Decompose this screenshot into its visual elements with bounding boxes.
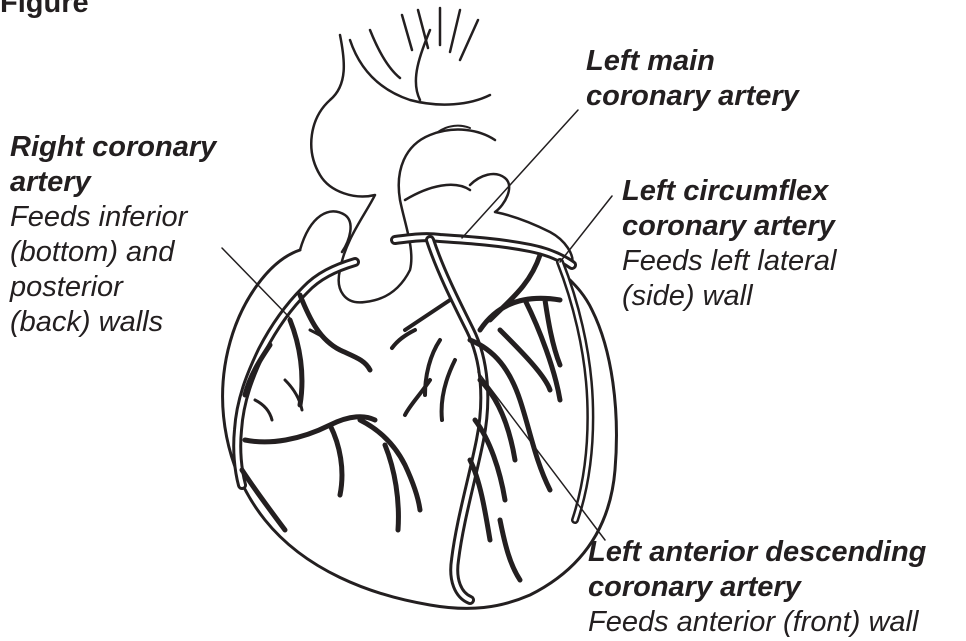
- label-lcx-name-1: Left circumflex: [622, 174, 836, 209]
- septal-branches: [392, 300, 455, 420]
- label-rca-desc-3: posterior: [10, 270, 216, 305]
- label-left-circumflex: Left circumflex coronary artery Feeds le…: [622, 174, 836, 314]
- label-left-main-name-1: Left main: [586, 44, 799, 79]
- aorta: [311, 30, 495, 302]
- label-rca-name-1: Right coronary: [10, 130, 216, 165]
- label-left-main: Left main coronary artery: [586, 44, 799, 114]
- leader-right-coronary: [222, 248, 290, 318]
- label-lcx-name-2: coronary artery: [622, 209, 836, 244]
- label-lcx-desc-2: (side) wall: [622, 279, 836, 314]
- label-lad-desc-1: Feeds anterior (front) wall: [588, 605, 926, 640]
- label-rca-desc-1: Feeds inferior: [10, 200, 216, 235]
- right-atrium-outline: [300, 211, 351, 252]
- leader-circumflex: [560, 196, 612, 262]
- label-rca-name-2: artery: [10, 165, 216, 200]
- label-left-main-name-2: coronary artery: [586, 79, 799, 114]
- label-right-coronary: Right coronary artery Feeds inferior (bo…: [10, 130, 216, 340]
- label-lcx-desc-1: Feeds left lateral: [622, 244, 836, 279]
- marginal-branches: [480, 255, 560, 400]
- label-rca-desc-2: (bottom) and: [10, 235, 216, 270]
- label-lad-name-2: coronary artery: [588, 570, 926, 605]
- label-lad: Left anterior descending coronary artery…: [588, 535, 926, 640]
- label-lad-name-1: Left anterior descending: [588, 535, 926, 570]
- heart-outline: [223, 250, 617, 608]
- label-rca-desc-4: (back) walls: [10, 305, 216, 340]
